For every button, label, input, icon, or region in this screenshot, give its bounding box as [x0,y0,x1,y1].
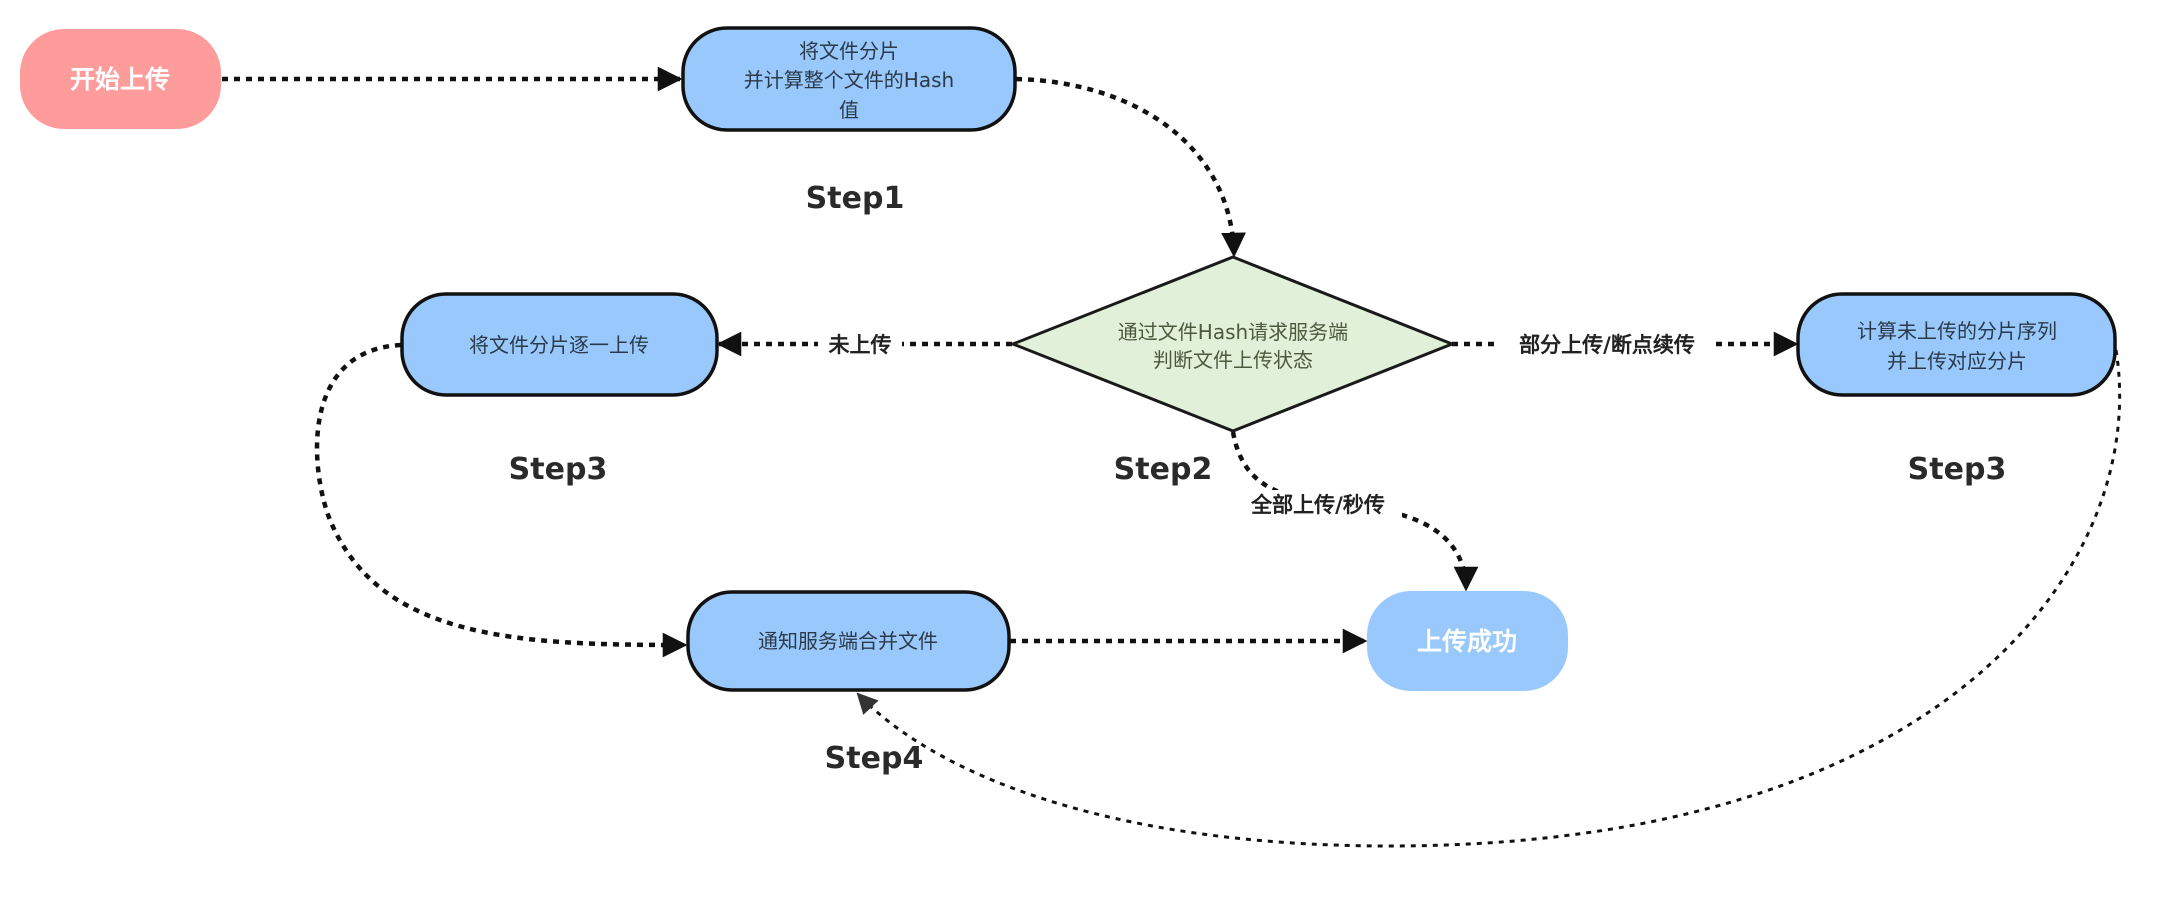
step3-left-process-box[interactable]: 将文件分片逐一上传 [400,292,719,397]
edge-label-not-uploaded: 未上传 [829,333,892,357]
start-node-label: 开始上传 [70,65,170,94]
end-node[interactable]: 上传成功 [1367,591,1568,691]
step4-line-1: 通知服务端合并文件 [758,629,938,653]
edge-step1-to-decision [1015,76,1246,258]
decision-line-1: 通过文件Hash请求服务端 [1118,320,1348,344]
decision-diamond[interactable]: 通过文件Hash请求服务端 判断文件上传状态 [1008,255,1457,433]
step4-process-box[interactable]: 通知服务端合并文件 [686,590,1011,692]
step3-left-label: Step3 [509,452,608,487]
step3-left-line-1: 将文件分片逐一上传 [469,333,649,357]
edge-label-partial-resume: 部分上传/断点续传 [1519,333,1695,357]
edge-label-all-uploaded-instant: 全部上传/秒传 [1250,493,1385,517]
step3-right-line-1: 计算未上传的分片序列 [1857,319,2057,343]
step4-label: Step4 [825,741,924,776]
step3-right-label: Step3 [1908,452,2007,487]
edge-step3-left-to-step4 [314,342,688,658]
decision-line-2: 判断文件上传状态 [1153,348,1313,372]
step1-box-line-1: 将文件分片 [799,39,899,63]
step1-process-box[interactable]: 将文件分片 并计算整个文件的Hash 值 [681,26,1017,132]
step1-box-line-3: 值 [839,98,859,122]
end-node-label: 上传成功 [1417,627,1517,656]
start-node[interactable]: 开始上传 [20,29,221,129]
step-labels: Step1 Step2 Step3 Step3 Step4 [509,181,2007,776]
edge-step3-right-to-step4 [856,349,2122,848]
step3-right-process-box[interactable]: 计算未上传的分片序列 并上传对应分片 [1796,292,2117,397]
edge-labels: 未上传 部分上传/断点续传 全部上传/秒传 [818,330,1714,520]
step3-right-line-2: 并上传对应分片 [1887,349,2027,373]
step2-label: Step2 [1114,452,1213,487]
step1-box-line-2: 并计算整个文件的Hash [744,68,954,92]
step1-label: Step1 [806,181,905,216]
